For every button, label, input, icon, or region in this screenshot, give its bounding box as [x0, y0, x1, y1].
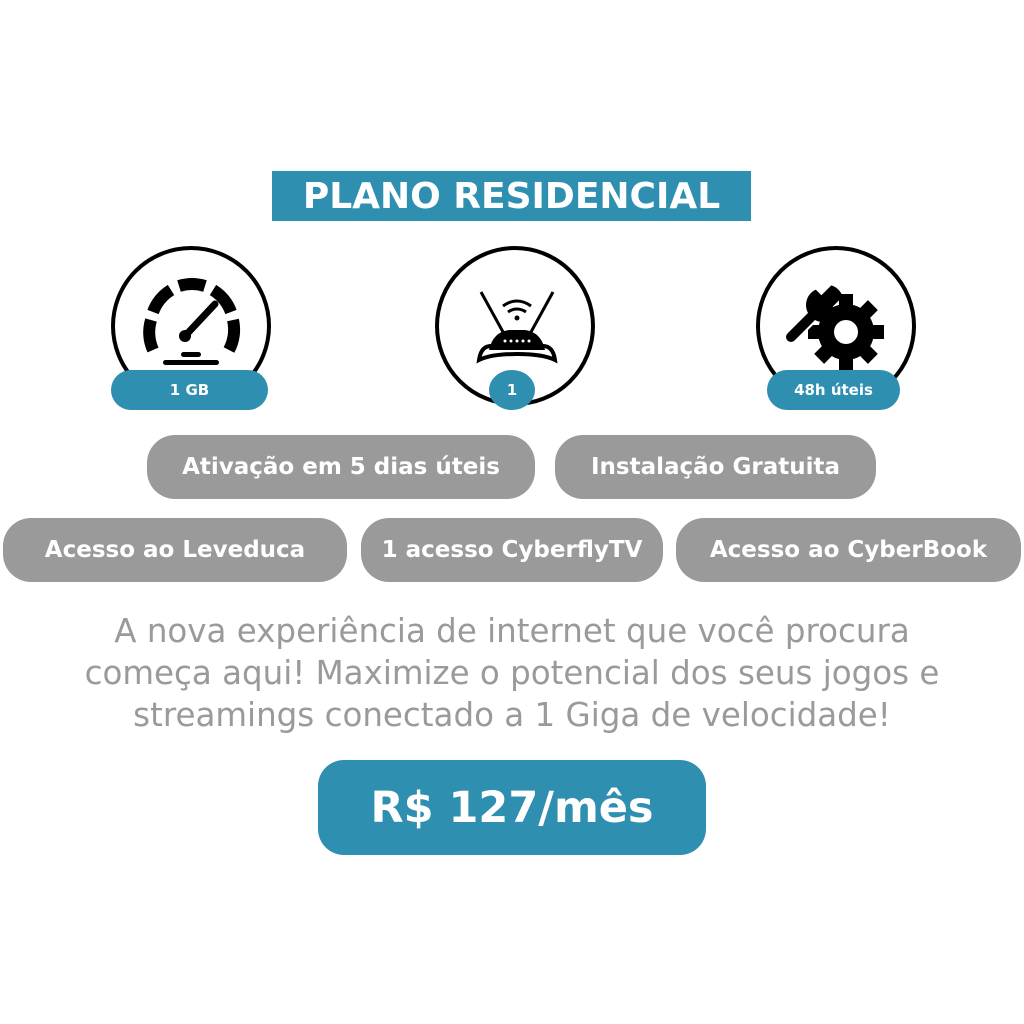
support-badge: 48h úteis	[767, 370, 900, 410]
devices-badge: 1	[489, 370, 535, 410]
speed-badge-label: 1 GB	[169, 381, 210, 399]
plan-description: A nova experiência de internet que você …	[0, 610, 1024, 736]
description-line: começa aqui! Maximize o potencial dos se…	[84, 654, 940, 692]
benefit-label: Acesso ao CyberBook	[709, 537, 988, 563]
benefit-cyberbook: Acesso ao CyberBook	[676, 518, 1021, 582]
speedometer-icon	[143, 278, 241, 365]
benefit-label: Instalação Gratuita	[590, 454, 840, 480]
support-badge-label: 48h úteis	[794, 381, 873, 399]
wrench-gear-icon	[784, 285, 884, 370]
feature-circle	[435, 246, 595, 406]
benefit-activation: Ativação em 5 dias úteis	[147, 435, 535, 499]
plan-title: PLANO RESIDENCIAL	[302, 175, 721, 217]
benefit-leveduca: Acesso ao Leveduca	[3, 518, 347, 582]
description-line: A nova experiência de internet que você …	[114, 612, 910, 650]
feature-router: 1	[435, 246, 595, 410]
price-button[interactable]: R$ 127/mês	[318, 760, 706, 855]
description-line: streamings conectado a 1 Giga de velocid…	[133, 696, 891, 734]
speed-badge: 1 GB	[111, 370, 268, 410]
plan-title-banner: PLANO RESIDENCIAL	[272, 171, 751, 221]
wifi-router-icon	[476, 291, 558, 364]
benefit-label: Acesso ao Leveduca	[44, 537, 306, 563]
benefit-free-installation: Instalação Gratuita	[555, 435, 876, 499]
feature-speed: 1 GB	[111, 246, 271, 410]
benefit-cyberflytv: 1 acesso CyberflyTV	[361, 518, 663, 582]
price-label: R$ 127/mês	[370, 782, 654, 833]
feature-support: 48h úteis	[756, 246, 916, 410]
benefit-label: Ativação em 5 dias úteis	[182, 454, 500, 480]
benefit-label: 1 acesso CyberflyTV	[381, 537, 643, 563]
devices-badge-label: 1	[506, 381, 518, 399]
